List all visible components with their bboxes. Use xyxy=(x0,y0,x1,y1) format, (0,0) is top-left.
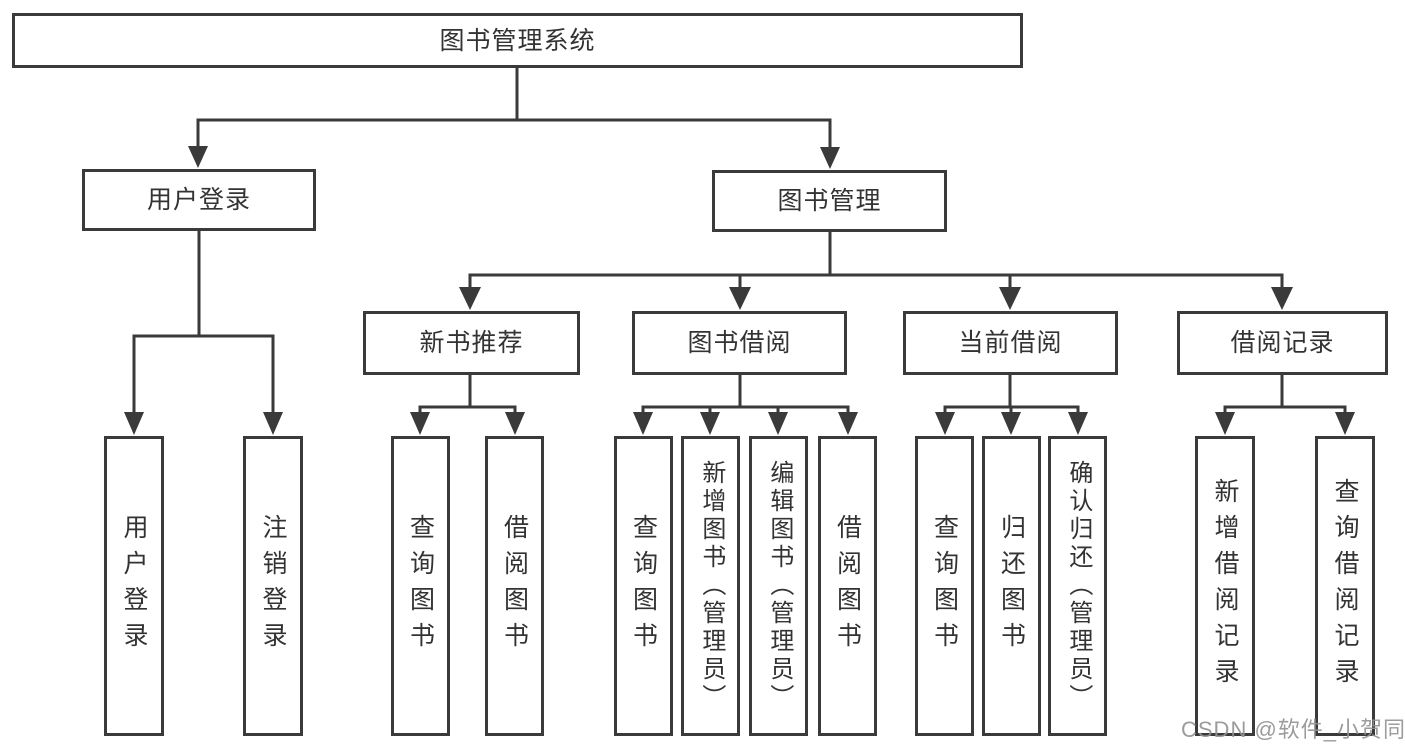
node-library-management-system: 图书管理系统 xyxy=(12,13,1023,68)
node-book-borrowing: 图书借阅 xyxy=(632,311,847,375)
node-book-management: 图书管理 xyxy=(712,170,947,232)
leaf-recommend-borrow-books: 借阅图书 xyxy=(485,436,544,736)
leaf-borrow-edit-books-admin: 编辑图书（管理员） xyxy=(749,436,808,736)
leaf-records-query-borrow-record: 查询借阅记录 xyxy=(1315,436,1375,736)
leaf-records-add-borrow-record: 新增借阅记录 xyxy=(1195,436,1255,736)
node-borrowing-records: 借阅记录 xyxy=(1177,311,1388,375)
node-user-login: 用户登录 xyxy=(82,169,316,231)
leaf-current-return-books: 归还图书 xyxy=(982,436,1041,736)
leaf-logout-login: 注销登录 xyxy=(243,436,303,736)
node-current-borrowing: 当前借阅 xyxy=(903,311,1118,375)
leaf-borrow-add-books-admin: 新增图书（管理员） xyxy=(681,436,740,736)
leaf-borrow-borrow-books: 借阅图书 xyxy=(818,436,877,736)
leaf-borrow-query-books: 查询图书 xyxy=(614,436,673,736)
leaf-current-query-books: 查询图书 xyxy=(915,436,974,736)
node-new-book-recommendation: 新书推荐 xyxy=(363,311,580,375)
leaf-recommend-query-books: 查询图书 xyxy=(391,436,450,736)
watermark: CSDN @软件_小贺同学 xyxy=(1181,717,1405,742)
leaf-user-login: 用户登录 xyxy=(104,436,164,736)
leaf-current-confirm-return-admin: 确认归还（管理员） xyxy=(1048,436,1107,736)
